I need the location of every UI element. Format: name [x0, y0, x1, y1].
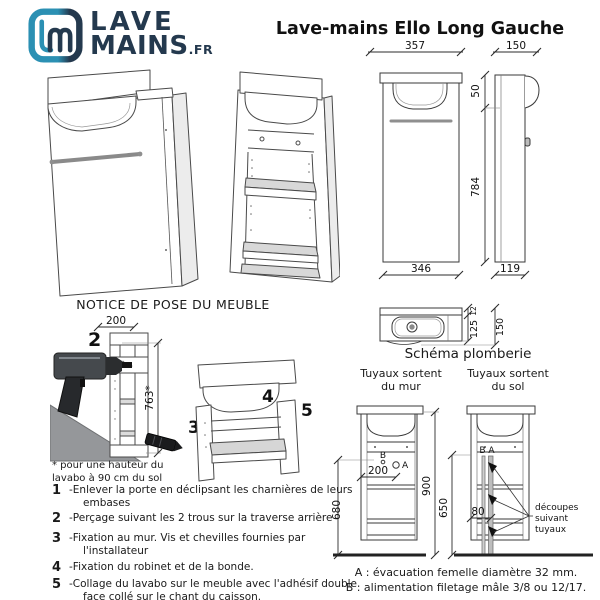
page-title: Lave-mains Ello Long Gauche [275, 19, 565, 39]
height-footnote: * pour une hauteur du lavabo à 90 cm du … [52, 459, 227, 485]
notice-heading: NOTICE DE POSE DU MEUBLE [76, 297, 270, 312]
brand-wordmark: LAVE MAINS.FR [90, 7, 214, 61]
step-number: 5 [52, 576, 62, 592]
label-b-wall: B [380, 451, 386, 461]
dim-plan-lip: 12 [469, 306, 478, 316]
plumbing-wall-cabinet [356, 405, 424, 541]
label-ba-floor: B A [479, 446, 495, 456]
marker-step4: 4 [262, 387, 274, 407]
dim-front-top: 357 [405, 40, 425, 52]
installation-steps: 1 -Enlever la porte en déclipsant les cha… [52, 483, 372, 600]
dim-wall-width: 200 [368, 465, 388, 477]
step-text: -Perçage suivant les 2 trous sur la trav… [69, 512, 333, 525]
step-3: 3 -Fixation au mur. Vis et chevilles four… [52, 532, 372, 557]
step-text: -Fixation au mur. Vis et chevilles fourn… [69, 532, 306, 558]
cabinet-closed-drawing [47, 69, 199, 297]
legend-alimentation: B : alimentation filetage mâle 3/8 ou 12… [345, 581, 587, 595]
dim-pose-width: 200 [93, 315, 139, 332]
step-number: 3 [52, 531, 62, 547]
dim-plan-depth: 125 [469, 320, 480, 338]
step-text: -Fixation du robinet et de la bonde. [69, 560, 254, 573]
dim-front-bottom: 346 [411, 263, 431, 275]
brand-line1: LAVE [90, 7, 175, 37]
plan-view-drawing [379, 307, 463, 345]
dim-pose-height: 763* [122, 338, 163, 458]
label-pipes-wall: Tuyaux sortent du mur [360, 367, 442, 394]
cabinet-open-drawing [229, 71, 340, 283]
step-1: 1 -Enlever la porte en déclipsant les cha… [52, 483, 372, 509]
svg-text:763*: 763* [144, 385, 156, 410]
step-5: 5 -Collage du lavabo sur le meuble avec l… [52, 576, 372, 600]
footnote-line2: lavabo à 90 cm du sol [52, 473, 163, 484]
cabinet-3d-drawings [47, 69, 340, 297]
drill-drawing [53, 352, 132, 418]
plumbing-legend: A : évacuation femelle diamètre 32 mm. B… [336, 565, 596, 596]
plumbing-floor-cabinet [466, 405, 536, 541]
pose-frame-drawing [109, 332, 149, 458]
marker-step5: 5 [301, 401, 313, 421]
dim-pipe-offset: 80 [471, 506, 484, 518]
step-number: 4 [52, 559, 62, 575]
side-view-drawing [494, 74, 540, 263]
dimensioned-views: 357 346 150 50 784 119 12 125 150 [365, 40, 542, 350]
basin-gluing-drawing [195, 359, 300, 482]
annotation-cutouts-line3: tuyaux [535, 525, 567, 535]
dim-side-top: 150 [506, 40, 526, 52]
marker-step3: 3 [188, 418, 200, 438]
svg-text:200: 200 [106, 315, 126, 327]
dim-pipe-height: 650 [438, 498, 450, 518]
plumbing-diagrams: B A B A 680 200 900 650 80 [331, 405, 593, 560]
step-4: 4 -Fixation du robinet et de la bonde. [52, 559, 372, 575]
brand-suffix: .FR [188, 41, 214, 57]
dim-plan-total: 150 [495, 318, 506, 336]
brand-line2: MAINS.FR [90, 30, 214, 61]
plumbing-heading: Schéma plomberie [404, 346, 532, 362]
dim-cabinet-height: 784 [470, 177, 482, 197]
mounting-diagram: 200 763* 2 3 [50, 315, 313, 482]
footnote-line1: * pour une hauteur du [52, 460, 164, 471]
step-number: 2 [52, 511, 62, 527]
dim-wall-height: 680 [331, 500, 343, 520]
legend-evacuation: A : évacuation femelle diamètre 32 mm. [354, 566, 578, 579]
wall-anchor-drawing [144, 432, 183, 452]
label-pipes-floor: Tuyaux sortent du sol [467, 367, 549, 394]
dim-side-bottom: 119 [500, 263, 520, 275]
front-view-drawing [379, 72, 463, 263]
cutout-arrows [488, 462, 533, 537]
dim-floor-total: 900 [421, 476, 433, 496]
marker-step2: 2 [88, 329, 101, 351]
brand-monogram-icon [28, 8, 83, 63]
brand-logo: LAVE MAINS.FR [28, 8, 213, 63]
step-number: 1 [52, 483, 62, 498]
annotation-cutouts-line2: suivant [535, 514, 568, 524]
step-2: 2 -Perçage suivant les 2 trous sur la tra… [52, 511, 372, 527]
step-text: -Enlever la porte en déclipsant les char… [69, 484, 353, 509]
plumbing-dimensions [333, 407, 496, 560]
annotation-cutouts-line1: découpes [535, 502, 579, 513]
step-text: -Collage du lavabo sur le meuble avec l'… [69, 577, 358, 600]
front-view-dimensions [365, 47, 542, 350]
label-a-wall: A [402, 461, 409, 471]
dim-basin-height: 50 [470, 84, 482, 97]
